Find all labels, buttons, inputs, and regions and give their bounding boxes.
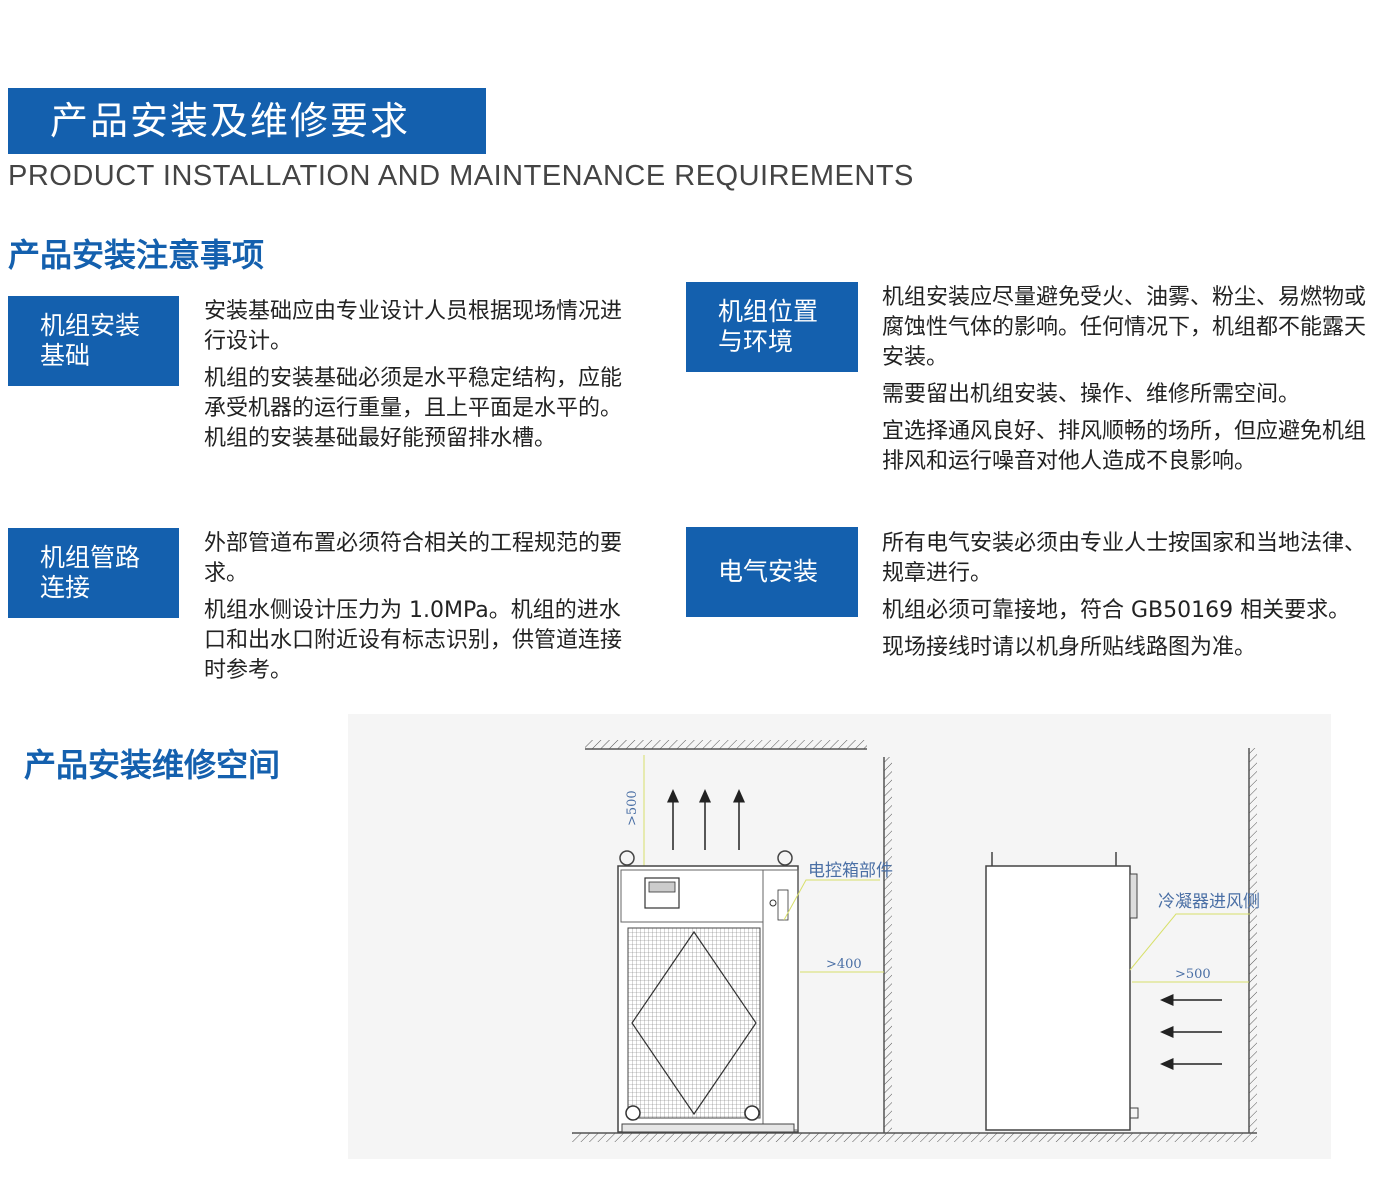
page-title-banner: 产品安装及维修要求 [8, 88, 486, 154]
desc-foundation: 安装基础应由专业设计人员根据现场情况进行设计。 机组的安装基础必须是水平稳定结构… [204, 297, 629, 461]
desc-location: 机组安装应尽量避免受火、油雾、粉尘、易燃物或腐蚀性气体的影响。任何情况下，机组都… [882, 283, 1380, 484]
floor [572, 1132, 1257, 1142]
diagram-svg: >500 电控箱部件 >400 [572, 740, 1260, 1142]
desc-paragraph: 机组安装应尽量避免受火、油雾、粉尘、易燃物或腐蚀性气体的影响。任何情况下，机组都… [882, 285, 1367, 370]
top-clearance-label: >500 [625, 790, 640, 826]
desc-paragraph: 机组水侧设计压力为 1.0MPa。机组的进水口和出水口附近设有标志识别，供管道连… [204, 598, 623, 683]
page-title: 产品安装及维修要求 [50, 99, 411, 143]
desc-paragraph: 机组的安装基础必须是水平稳定结构，应能承受机器的运行重量，且上平面是水平的。机组… [204, 366, 623, 451]
ceiling [585, 740, 867, 750]
tag-line: 连接 [40, 573, 91, 602]
chiller-front-view [617, 850, 799, 1133]
tag-electrical: 电气安装 [686, 527, 858, 617]
tag-location: 机组位置 与环境 [686, 282, 858, 372]
desc-paragraph: 所有电气安装必须由专业人士按国家和当地法律、规章进行。 [882, 531, 1367, 586]
space-section-title: 产品安装维修空间 [24, 746, 281, 784]
control-box-label: 电控箱部件 [808, 861, 893, 881]
tag-line: 与环境 [718, 327, 794, 356]
control-box-leader [783, 879, 880, 921]
page-subtitle: PRODUCT INSTALLATION AND MAINTENANCE REQ… [8, 160, 914, 192]
condenser-inlet-label: 冷凝器进风侧 [1158, 892, 1260, 912]
desc-paragraph: 外部管道布置必须符合相关的工程规范的要求。 [204, 531, 623, 586]
tag-line: 机组管路 [40, 543, 141, 572]
rear-clearance-label: >500 [1175, 967, 1211, 982]
tag-foundation: 机组安装 基础 [8, 296, 179, 386]
desc-paragraph: 宜选择通风良好、排风顺畅的场所，但应避免机组排风和运行噪音对他人造成不良影响。 [882, 419, 1367, 474]
desc-paragraph: 安装基础应由专业设计人员根据现场情况进行设计。 [204, 299, 623, 354]
chiller-side-view [985, 852, 1139, 1131]
desc-paragraph: 机组必须可靠接地，符合 GB50169 相关要求。 [882, 598, 1351, 623]
wall-side-view [1248, 748, 1257, 1133]
notes-section-title: 产品安装注意事项 [8, 236, 265, 274]
installation-space-diagram: >500 电控箱部件 >400 [348, 714, 1331, 1159]
tag-line: 机组位置 [718, 297, 819, 326]
wall-front-view [883, 757, 892, 1133]
tag-line: 电气安装 [718, 557, 819, 586]
side-clearance-label: >400 [826, 957, 862, 972]
condenser-leader [1129, 913, 1250, 971]
tag-line: 机组安装 [40, 311, 141, 340]
desc-paragraph: 需要留出机组安装、操作、维修所需空间。 [882, 382, 1301, 407]
desc-electrical: 所有电气安装必须由专业人士按国家和当地法律、规章进行。 机组必须可靠接地，符合 … [882, 529, 1380, 670]
tag-piping: 机组管路 连接 [8, 528, 179, 618]
desc-piping: 外部管道布置必须符合相关的工程规范的要求。 机组水侧设计压力为 1.0MPa。机… [204, 529, 629, 693]
tag-line: 基础 [40, 341, 91, 370]
desc-paragraph: 现场接线时请以机身所贴线路图为准。 [882, 635, 1257, 660]
